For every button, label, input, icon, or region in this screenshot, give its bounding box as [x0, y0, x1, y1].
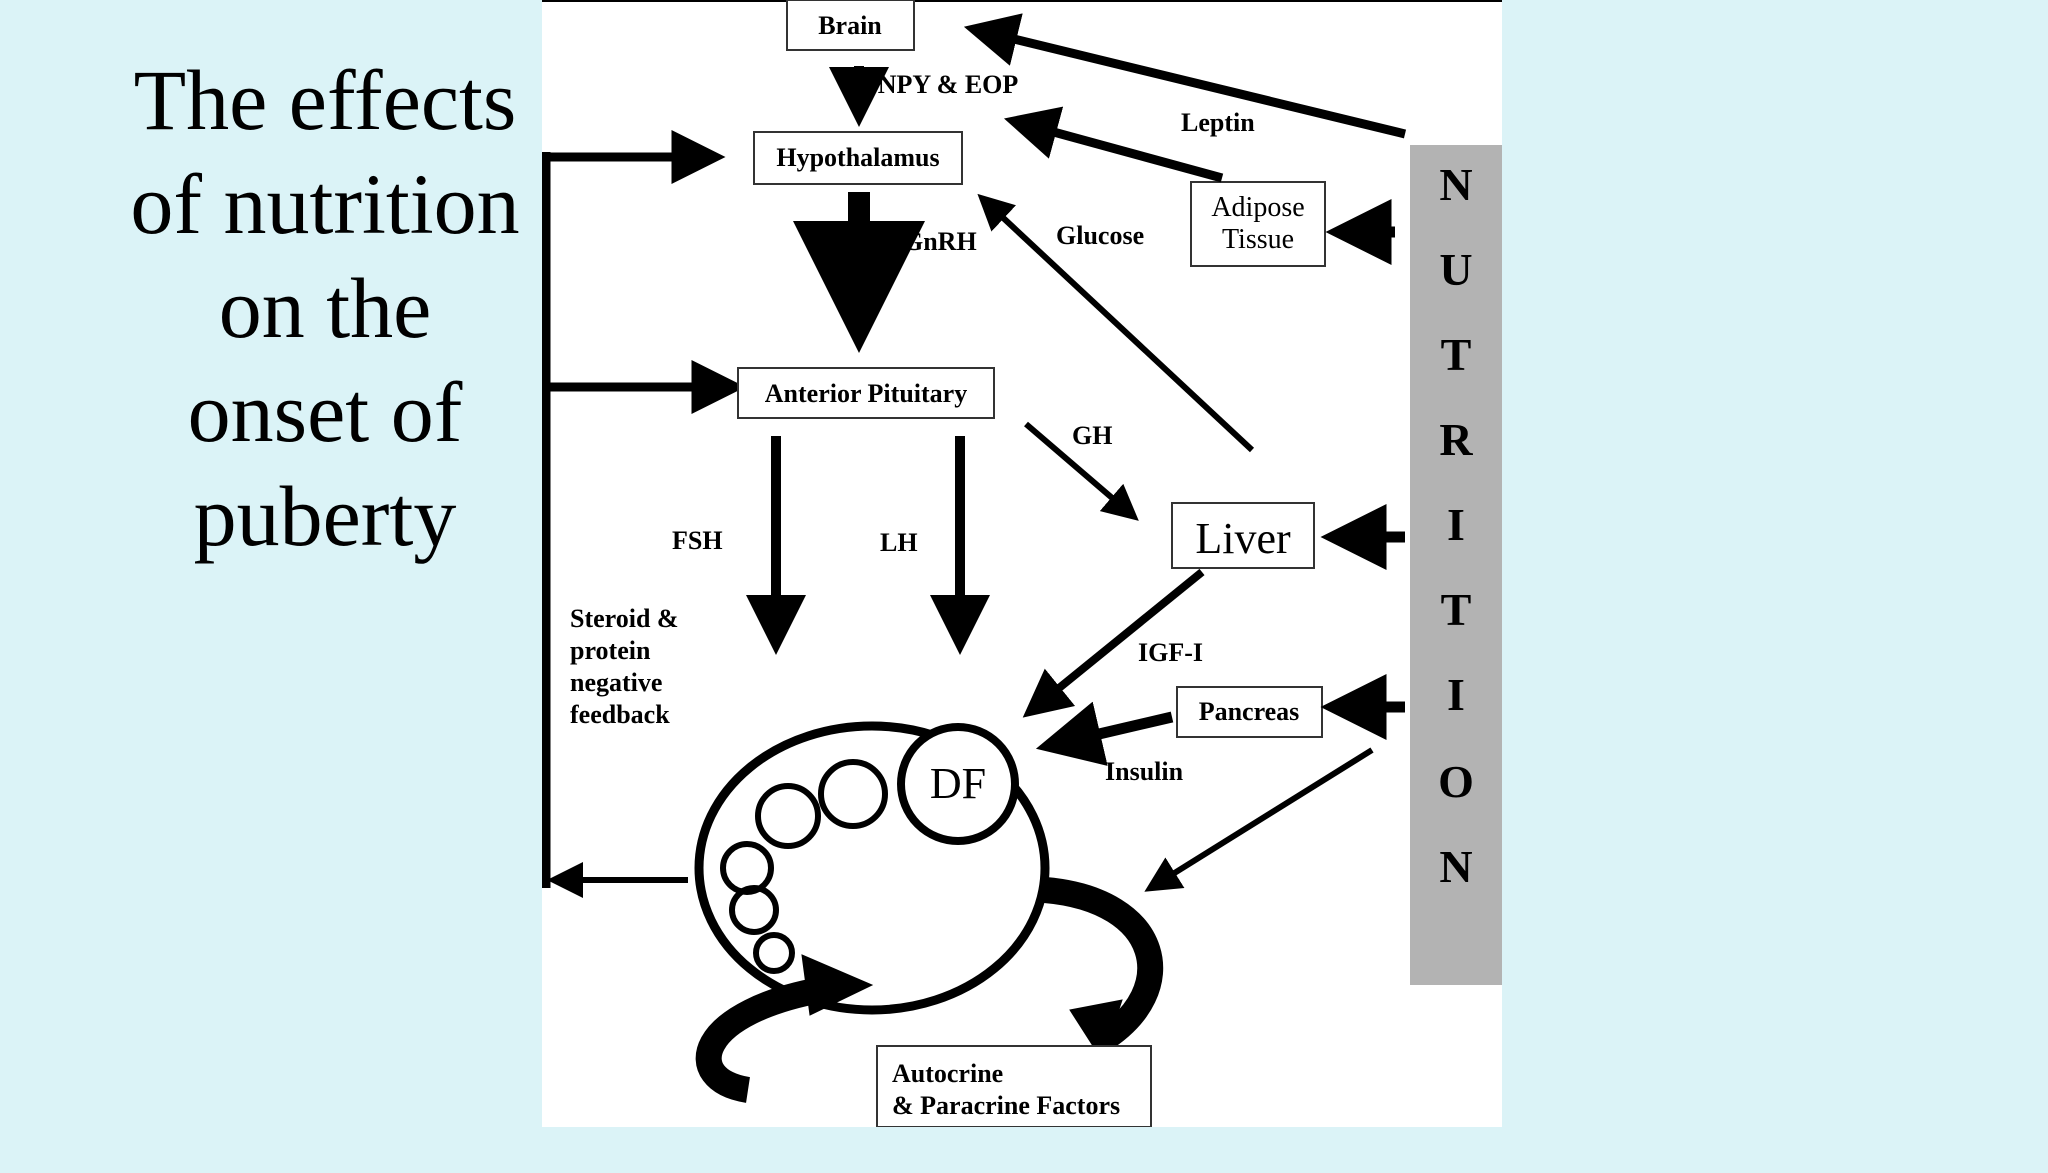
npy-eop-label: NPY & EOP	[878, 70, 1019, 99]
brain-node: Brain	[786, 0, 915, 51]
feedback-label: Steroid & protein negative feedback	[570, 604, 679, 729]
title-line: of nutrition	[130, 156, 520, 252]
slide-title: The effects of nutrition on the onset of…	[95, 48, 555, 568]
nutrition-letter: I	[1447, 669, 1465, 720]
puberty-nutrition-diagram: N U T R I T I O N Brain Hypothalamus Ant…	[542, 0, 1502, 1127]
glucose-label: Glucose	[1056, 221, 1144, 250]
hypothalamus-node: Hypothalamus	[753, 131, 963, 185]
nutrition-letter: T	[1441, 329, 1472, 380]
ovary-follicle	[694, 721, 1050, 1015]
df-label: DF	[930, 759, 986, 808]
svg-text:protein: protein	[570, 636, 651, 665]
igf-label: IGF-I	[1138, 638, 1203, 667]
diagram-panel: N U T R I T I O N Brain Hypothalamus Ant…	[542, 0, 1502, 1127]
nutrition-letter: N	[1439, 159, 1472, 210]
arrows	[746, 13, 1407, 892]
title-line: puberty	[193, 468, 457, 564]
feedback-loop	[542, 130, 746, 898]
svg-text:negative: negative	[570, 668, 662, 697]
nutrition-bar	[1410, 145, 1502, 985]
pancreas-label: Pancreas	[1199, 697, 1300, 726]
anterior-pituitary-label: Anterior Pituitary	[765, 379, 967, 408]
adipose-label: Adipose	[1211, 192, 1304, 223]
hypothalamus-label: Hypothalamus	[776, 143, 939, 172]
nutrition-letter: O	[1438, 756, 1474, 807]
autocrine-label: Autocrine	[892, 1059, 1003, 1088]
svg-text:feedback: feedback	[570, 700, 670, 729]
gnrh-label: GnRH	[903, 227, 977, 256]
title-line: on the	[218, 260, 432, 356]
nutrition-letter: R	[1439, 414, 1473, 465]
svg-text:Steroid &: Steroid &	[570, 604, 679, 633]
title-line: The effects	[133, 52, 517, 148]
nutrition-letter: U	[1439, 244, 1472, 295]
nutrition-letter: T	[1441, 584, 1472, 635]
nutrition-letter: I	[1447, 499, 1465, 550]
autocrine-label: & Paracrine Factors	[892, 1091, 1120, 1120]
brain-label: Brain	[818, 11, 882, 40]
autocrine-loop-arrows	[695, 877, 1164, 1103]
insulin-label: Insulin	[1105, 757, 1184, 786]
leptin-label: Leptin	[1181, 108, 1255, 137]
autocrine-node: Autocrine & Paracrine Factors	[876, 1045, 1152, 1127]
adipose-node: Adipose Tissue	[1190, 181, 1326, 267]
anterior-pituitary-node: Anterior Pituitary	[737, 367, 995, 419]
fsh-label: FSH	[672, 526, 723, 555]
pancreas-node: Pancreas	[1176, 686, 1323, 738]
lh-label: LH	[880, 528, 918, 557]
adipose-label: Tissue	[1222, 224, 1294, 255]
liver-node: Liver	[1171, 502, 1315, 569]
nutrition-letter: N	[1439, 841, 1472, 892]
gh-label: GH	[1072, 421, 1112, 450]
liver-label: Liver	[1195, 514, 1291, 563]
nutrition-letters: N U T R I T I O N	[1438, 159, 1474, 892]
title-line: onset of	[187, 364, 463, 460]
